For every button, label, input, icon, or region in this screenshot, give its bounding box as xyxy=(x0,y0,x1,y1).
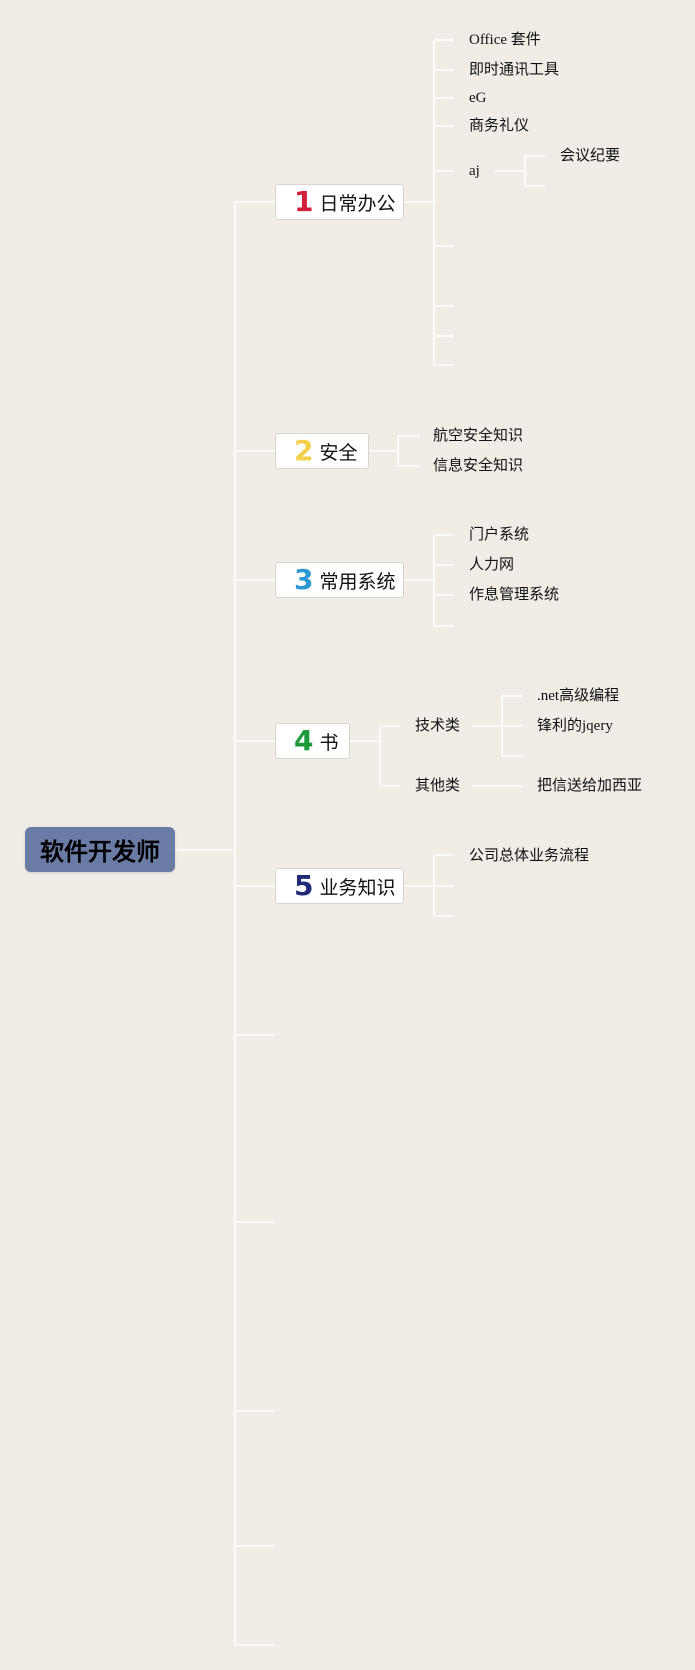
branch-label: 常用系统 xyxy=(319,570,396,593)
leaf-jquery-book[interactable]: 锋利的jqery xyxy=(537,718,613,734)
leaf-im-tools[interactable]: 即时通讯工具 xyxy=(469,62,560,78)
leaf-hr-network[interactable]: 人力网 xyxy=(469,557,515,573)
branch-label: 日常办公 xyxy=(319,192,396,215)
leaf-meeting-minutes[interactable]: 会议纪要 xyxy=(560,148,621,164)
branch-number-3: 3 xyxy=(294,563,314,596)
branch-node-business-knowledge[interactable]: 5 业务知识 xyxy=(275,868,404,904)
leaf-business-etiquette[interactable]: 商务礼仪 xyxy=(469,118,530,134)
branch-number-5: 5 xyxy=(294,869,314,902)
leaf-attendance-system[interactable]: 作息管理系统 xyxy=(469,587,560,603)
branch-label: 书 xyxy=(319,731,339,754)
branch-node-security[interactable]: 2 安全 xyxy=(275,433,369,469)
leaf-info-security[interactable]: 信息安全知识 xyxy=(433,458,524,474)
leaf-portal-system[interactable]: 门户系统 xyxy=(469,527,530,543)
branch-node-books[interactable]: 4 书 xyxy=(275,723,350,759)
leaf-office-suite[interactable]: Office 套件 xyxy=(469,32,541,48)
branch-label: 业务知识 xyxy=(319,876,396,899)
leaf-net-programming[interactable]: .net高级编程 xyxy=(537,688,620,704)
leaf-message-to-garcia[interactable]: 把信送给加西亚 xyxy=(537,778,643,794)
branch-number-4: 4 xyxy=(294,724,314,757)
branch-node-daily-office[interactable]: 1 日常办公 xyxy=(275,184,404,220)
root-label: 软件开发师 xyxy=(40,838,160,866)
branch-number-1: 1 xyxy=(294,185,314,218)
branch-number-2: 2 xyxy=(294,434,314,467)
branch-label: 安全 xyxy=(319,441,358,464)
root-node[interactable]: 软件开发师 xyxy=(25,827,175,872)
leaf-company-process[interactable]: 公司总体业务流程 xyxy=(469,848,590,864)
leaf-eg[interactable]: eG xyxy=(469,90,487,106)
leaf-aj[interactable]: aj xyxy=(469,163,480,179)
group-other[interactable]: 其他类 xyxy=(415,778,461,794)
leaf-aviation-safety[interactable]: 航空安全知识 xyxy=(433,428,524,444)
group-technical[interactable]: 技术类 xyxy=(415,718,461,734)
branch-node-common-systems[interactable]: 3 常用系统 xyxy=(275,562,404,598)
